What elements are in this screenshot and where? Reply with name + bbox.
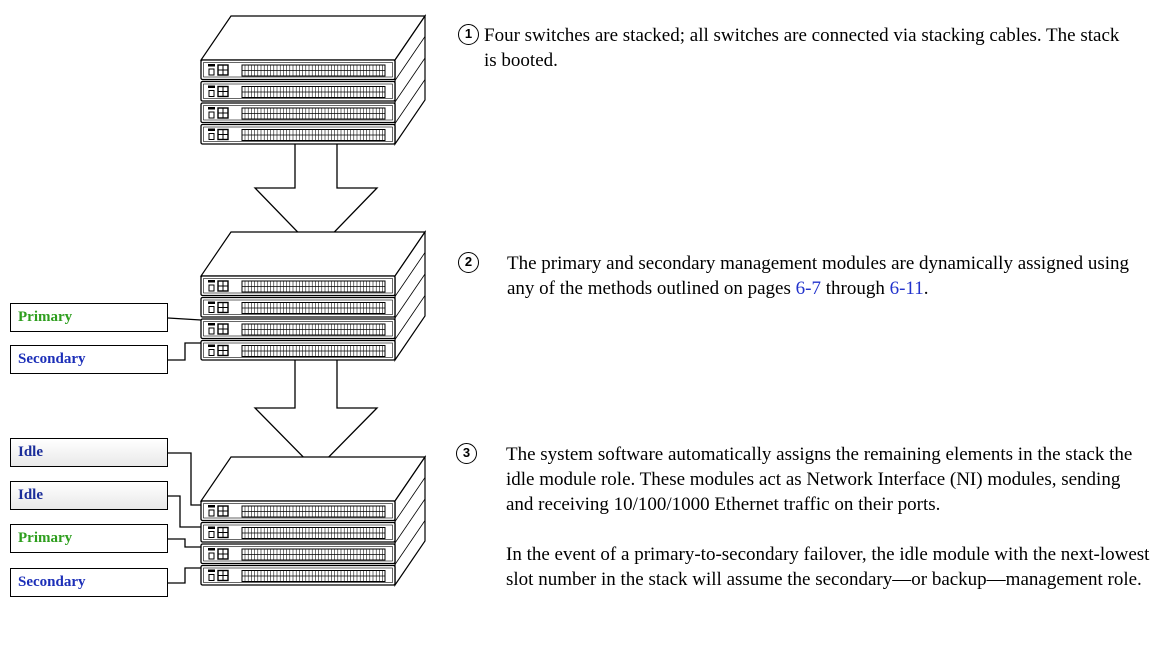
page-link-6-11[interactable]: 6-11 [889,278,924,299]
network-switch-icon [200,79,426,145]
network-switch-icon [200,273,426,340]
page-link-6-7[interactable]: 6-7 [795,278,821,299]
step-2-paragraph: The primary and secondary management mod… [507,251,1147,301]
stack2-secondary-label: Secondary [10,345,168,374]
network-switch-icon [200,500,396,522]
step-2-number-badge: 2 [458,252,479,273]
stack2-primary-label: Primary [10,303,168,332]
stack-top-surface [199,231,427,277]
stack3-idle-label-2: Idle [10,481,168,510]
network-switch-icon [200,295,426,361]
stack3-idle-connector-2 [168,495,201,528]
step-1-number-badge: 1 [458,24,479,45]
stack-top-surface [199,15,427,61]
switch-stack-1 [199,14,427,146]
network-switch-icon [200,275,396,297]
step-3-paragraph-2: In the event of a primary-to-secondary f… [506,544,1150,590]
stack3-idle-connector-1 [168,452,201,506]
step-2-text-before: The primary and secondary management mod… [507,253,1130,299]
network-switch-icon [200,477,426,543]
stack3-idle-label-1: Idle [10,438,168,467]
step-3-paragraph-1: The system software automatically assign… [506,444,1133,515]
stack3-secondary-label: Secondary [10,568,168,597]
stack2-secondary-connector [168,342,201,361]
step-1-text: Four switches are stacked; all switches … [484,23,1134,73]
network-switch-icon [200,36,426,102]
stack2-primary-connector [167,317,202,321]
switch-stack-2 [199,230,427,362]
stack3-primary-label: Primary [10,524,168,553]
network-switch-icon [200,57,426,124]
network-switch-icon [200,520,426,586]
step-3-number-badge: 3 [456,443,477,464]
down-arrow-icon-2 [253,357,379,471]
network-switch-icon [200,59,396,81]
step-2-text: The primary and secondary management mod… [507,251,1147,301]
step-3-text: The system software automatically assign… [506,442,1151,592]
network-switch-icon [200,252,426,318]
step-1-paragraph: Four switches are stacked; all switches … [484,25,1120,71]
stack3-secondary-connector [168,567,201,584]
stack3-primary-connector [168,538,201,548]
down-arrow-icon-1 [253,137,379,252]
stack-top-surface [199,456,427,502]
network-switch-icon [200,498,426,565]
switch-stack-3 [199,455,427,587]
step-2-text-after: . [923,278,929,299]
step-2-text-middle: through [820,278,890,299]
